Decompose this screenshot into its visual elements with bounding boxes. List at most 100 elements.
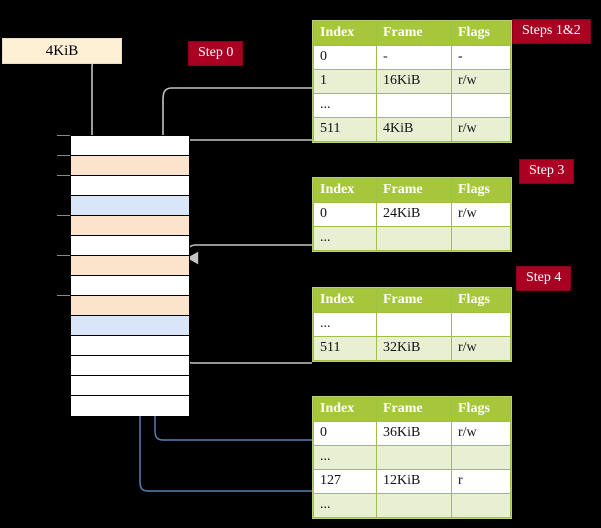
table-row: ... — [313, 226, 511, 251]
cell-index: 1 — [313, 69, 377, 94]
memory-frame-0 — [71, 136, 189, 156]
column-header-flags: Flags — [451, 288, 511, 313]
cell-frame: 32KiB — [376, 336, 452, 361]
table-row: ... — [313, 445, 511, 470]
memory-frame-3 — [71, 196, 189, 216]
cell-frame: 16KiB — [376, 69, 452, 94]
badge-step-0: Step 0 — [188, 41, 244, 66]
wire-t4-36kib — [144, 328, 312, 441]
column-header-flags: Flags — [451, 178, 511, 203]
virtual-page-label: 4KiB — [45, 42, 79, 59]
badge-step-3: Step 3 — [519, 159, 575, 184]
cell-flags: - — [451, 45, 511, 70]
cell-index: 0 — [313, 45, 377, 70]
cell-flags: r/w — [451, 336, 511, 361]
column-header-flags: Flags — [451, 21, 511, 46]
cell-flags — [451, 312, 511, 337]
memory-tick-4 — [57, 255, 70, 256]
cell-frame — [376, 93, 452, 118]
column-header-frame: Frame — [376, 21, 452, 46]
cell-frame — [376, 312, 452, 337]
memory-frame-10 — [71, 336, 189, 356]
table-row: ... — [313, 312, 511, 337]
memory-tick-0 — [57, 135, 70, 136]
memory-frame-12 — [71, 376, 189, 396]
cell-frame: - — [376, 45, 452, 70]
memory-frame-5 — [71, 236, 189, 256]
memory-tick-3 — [57, 215, 70, 216]
column-header-frame: Frame — [376, 178, 452, 203]
virtual-page-box: 4KiB — [2, 38, 122, 64]
cell-flags: r/w — [451, 117, 511, 142]
cell-flags — [451, 226, 511, 251]
wire-t1-16kib — [162, 87, 312, 159]
column-header-index: Index — [313, 21, 377, 46]
cell-flags: r/w — [451, 69, 511, 94]
physical-memory-column — [70, 135, 190, 416]
wire-t4-12kib — [129, 207, 312, 492]
column-header-flags: Flags — [451, 397, 511, 422]
cell-flags: r — [451, 469, 511, 494]
wire-t2-24kib — [186, 244, 312, 265]
memory-tick-5 — [57, 295, 70, 296]
cell-index: 0 — [313, 421, 377, 446]
cell-frame: 12KiB — [376, 469, 452, 494]
table-row: ... — [313, 93, 511, 118]
cell-index: ... — [313, 93, 377, 118]
cell-flags: r/w — [451, 421, 511, 446]
memory-frame-1 — [71, 156, 189, 176]
cell-index: ... — [313, 312, 377, 337]
badge-step-4: Step 4 — [516, 266, 572, 291]
cell-flags — [451, 493, 511, 518]
cell-index: ... — [313, 445, 377, 470]
cell-flags: r/w — [451, 202, 511, 227]
table-row: ... — [313, 493, 511, 518]
cell-index: ... — [313, 493, 377, 518]
table-row: 0-- — [313, 45, 511, 70]
cell-frame: 36KiB — [376, 421, 452, 446]
column-header-frame: Frame — [376, 397, 452, 422]
cell-frame: 24KiB — [376, 202, 452, 227]
cell-flags — [451, 445, 511, 470]
column-header-index: Index — [313, 288, 377, 313]
cell-index: ... — [313, 226, 377, 251]
column-header-index: Index — [313, 397, 377, 422]
column-header-index: Index — [313, 178, 377, 203]
memory-frame-7 — [71, 276, 189, 296]
memory-tick-2 — [57, 175, 70, 176]
memory-tick-1 — [57, 155, 70, 156]
cell-frame — [376, 226, 452, 251]
memory-frame-4 — [71, 216, 189, 236]
cell-flags — [451, 93, 511, 118]
cell-frame — [376, 445, 452, 470]
memory-frame-8 — [71, 296, 189, 316]
cell-index: 511 — [313, 117, 377, 142]
cell-index: 127 — [313, 469, 377, 494]
memory-frame-13 — [71, 396, 189, 416]
memory-frame-6 — [71, 256, 189, 276]
memory-frame-11 — [71, 356, 189, 376]
cell-frame: 4KiB — [376, 117, 452, 142]
column-header-frame: Frame — [376, 288, 452, 313]
memory-frame-2 — [71, 176, 189, 196]
wire-frame-chain-b — [169, 298, 312, 364]
cell-index: 511 — [313, 336, 377, 361]
badge-steps-1-2: Steps 1&2 — [512, 19, 591, 44]
cell-frame — [376, 493, 452, 518]
cell-index: 0 — [313, 202, 377, 227]
